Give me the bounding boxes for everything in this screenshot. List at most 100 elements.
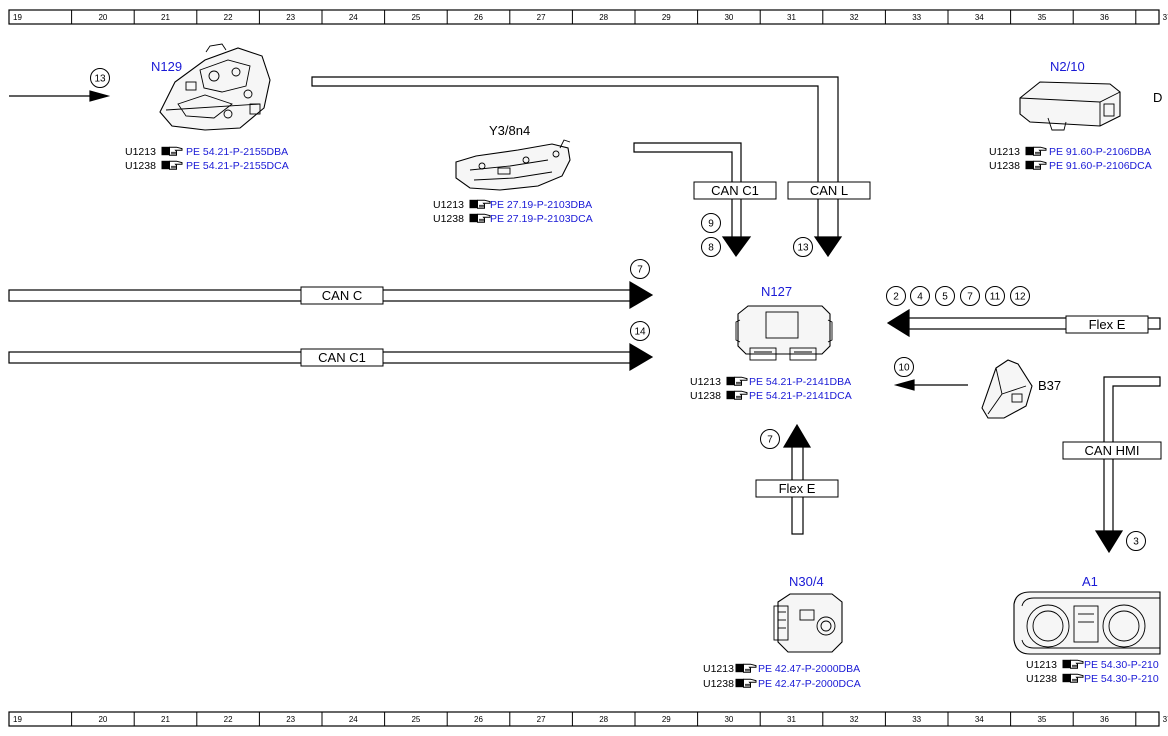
callout-flex-e-right-2: 4 <box>910 286 930 306</box>
n304-ref-2[interactable]: U1238 PE 42.47-P-2000DCA <box>703 678 861 690</box>
a1-title: A1 <box>1082 574 1098 589</box>
svg-text:8: 8 <box>708 243 714 254</box>
svg-text:U1213: U1213 <box>125 146 156 158</box>
ruler-column-label: 33 <box>912 715 921 724</box>
svg-text:U1238: U1238 <box>125 160 156 172</box>
can-c-arrowhead <box>629 280 654 310</box>
ruler-bottom: 19202122232425262728293031323334353637 <box>8 711 1168 727</box>
callout-can-hmi: 3 <box>1126 531 1146 551</box>
ruler-column-label: 25 <box>411 715 420 724</box>
ruler-column-label: 37 <box>1163 715 1168 724</box>
ruler-column-label: 32 <box>850 715 859 724</box>
n129-title: N129 <box>151 59 182 74</box>
n210-ref-1[interactable]: U1213 PE 91.60-P-2106DBA <box>989 146 1151 158</box>
y3-ref-1[interactable]: U1213 PE 27.19-P-2103DBA <box>433 199 592 211</box>
svg-text:PE 54.30-P-210: PE 54.30-P-210 <box>1084 659 1159 671</box>
y3-component-illustration <box>455 139 571 191</box>
a1-component-illustration <box>1013 591 1161 655</box>
n304-ref-1[interactable]: U1213 PE 42.47-P-2000DBA <box>703 663 860 675</box>
callout-n129-input: 13 <box>90 68 110 88</box>
svg-text:13: 13 <box>797 243 809 254</box>
a1-ref-1[interactable]: U1213 PE 54.30-P-210 <box>1026 659 1159 671</box>
flex-e-bottom-label: Flex E <box>779 481 816 496</box>
svg-text:14: 14 <box>634 327 646 338</box>
can-l-label: CAN L <box>810 183 848 198</box>
n210-ref-2[interactable]: U1238 PE 91.60-P-2106DCA <box>989 160 1152 172</box>
n127-ref-2[interactable]: U1238 PE 54.21-P-2141DCA <box>690 390 852 402</box>
ruler-column-label: 22 <box>224 715 233 724</box>
ruler-column-label: 28 <box>599 13 608 22</box>
y3-title: Y3/8n4 <box>489 123 530 138</box>
can-c1-top-arrowhead <box>721 236 752 258</box>
callout-b37: 10 <box>894 357 914 377</box>
y3-ref-2[interactable]: U1238 PE 27.19-P-2103DCA <box>433 213 593 225</box>
n129-ref-2[interactable]: U1238 PE 54.21-P-2155DCA <box>125 160 289 172</box>
ruler-column-label: 27 <box>537 715 546 724</box>
svg-text:12: 12 <box>1014 292 1026 303</box>
pointing-hand-icon <box>161 146 183 156</box>
callout-flex-e-right-6: 12 <box>1010 286 1030 306</box>
svg-text:U1213: U1213 <box>433 199 464 211</box>
ruler-column-label: 31 <box>787 715 796 724</box>
ruler-column-label: 24 <box>349 13 358 22</box>
n210-title: N2/10 <box>1050 59 1085 74</box>
callout-flex-e-bottom: 7 <box>760 429 780 449</box>
can-hmi-arrowhead <box>1094 530 1124 554</box>
a1-ref-2[interactable]: U1238 PE 54.30-P-210 <box>1026 673 1159 685</box>
svg-text:10: 10 <box>898 363 910 374</box>
ruler-column-label: 34 <box>975 13 984 22</box>
svg-text:U1238: U1238 <box>703 678 734 690</box>
ruler-column-label: 37 <box>1163 13 1168 22</box>
can-hmi-label: CAN HMI <box>1085 443 1140 458</box>
svg-text:3: 3 <box>1133 537 1139 548</box>
n127-ref-1[interactable]: U1213 PE 54.21-P-2141DBA <box>690 376 851 388</box>
edge-character: D <box>1153 90 1162 105</box>
svg-text:U1238: U1238 <box>690 390 721 402</box>
svg-text:PE 27.19-P-2103DBA: PE 27.19-P-2103DBA <box>490 199 592 211</box>
can-c1-left-label: CAN C1 <box>318 350 366 365</box>
pointing-hand-icon <box>1025 146 1047 156</box>
svg-text:PE 54.30-P-210: PE 54.30-P-210 <box>1084 673 1159 685</box>
pointing-hand-icon <box>735 678 757 688</box>
n129-component-illustration <box>159 43 271 131</box>
ruler-column-label: 19 <box>13 715 22 724</box>
can-c1-top-label: CAN C1 <box>711 183 759 198</box>
ruler-column-label: 22 <box>224 13 233 22</box>
b37-title: B37 <box>1038 378 1061 393</box>
n129-input-arrowhead <box>89 90 111 102</box>
pointing-hand-icon <box>1062 673 1084 683</box>
svg-text:PE 42.47-P-2000DCA: PE 42.47-P-2000DCA <box>758 678 861 690</box>
callout-flex-e-right-4: 7 <box>960 286 980 306</box>
callout-flex-e-right-5: 11 <box>985 286 1005 306</box>
svg-text:U1213: U1213 <box>703 663 734 675</box>
ruler-column-label: 29 <box>662 13 671 22</box>
ruler-column-label: 31 <box>787 13 796 22</box>
callout-flex-e-right-1: 2 <box>886 286 906 306</box>
ruler-column-label: 32 <box>850 13 859 22</box>
svg-text:U1238: U1238 <box>433 213 464 225</box>
callout-can-c: 7 <box>630 259 650 279</box>
n129-ref-1[interactable]: U1213 PE 54.21-P-2155DBA <box>125 146 288 158</box>
ruler-column-label: 29 <box>662 715 671 724</box>
ruler-column-label: 36 <box>1100 13 1109 22</box>
callout-can-c1-top-b: 8 <box>701 237 721 257</box>
ruler-column-label: 30 <box>724 13 733 22</box>
svg-text:PE 27.19-P-2103DCA: PE 27.19-P-2103DCA <box>490 213 593 225</box>
svg-text:7: 7 <box>637 265 643 276</box>
can-l-arrowhead <box>813 236 843 258</box>
svg-text:9: 9 <box>708 219 714 230</box>
svg-text:PE 91.60-P-2106DBA: PE 91.60-P-2106DBA <box>1049 146 1151 158</box>
n127-title: N127 <box>761 284 792 299</box>
ruler-column-label: 36 <box>1100 715 1109 724</box>
n127-component-illustration <box>735 305 833 361</box>
svg-text:PE 54.21-P-2141DBA: PE 54.21-P-2141DBA <box>749 376 851 388</box>
svg-text:7: 7 <box>967 292 973 303</box>
svg-text:2: 2 <box>893 292 899 303</box>
callout-flex-e-right-3: 5 <box>935 286 955 306</box>
svg-text:U1238: U1238 <box>1026 673 1057 685</box>
ruler-column-label: 33 <box>912 13 921 22</box>
ruler-column-label: 35 <box>1037 13 1046 22</box>
ruler-column-label: 28 <box>599 715 608 724</box>
svg-text:11: 11 <box>990 292 1001 303</box>
